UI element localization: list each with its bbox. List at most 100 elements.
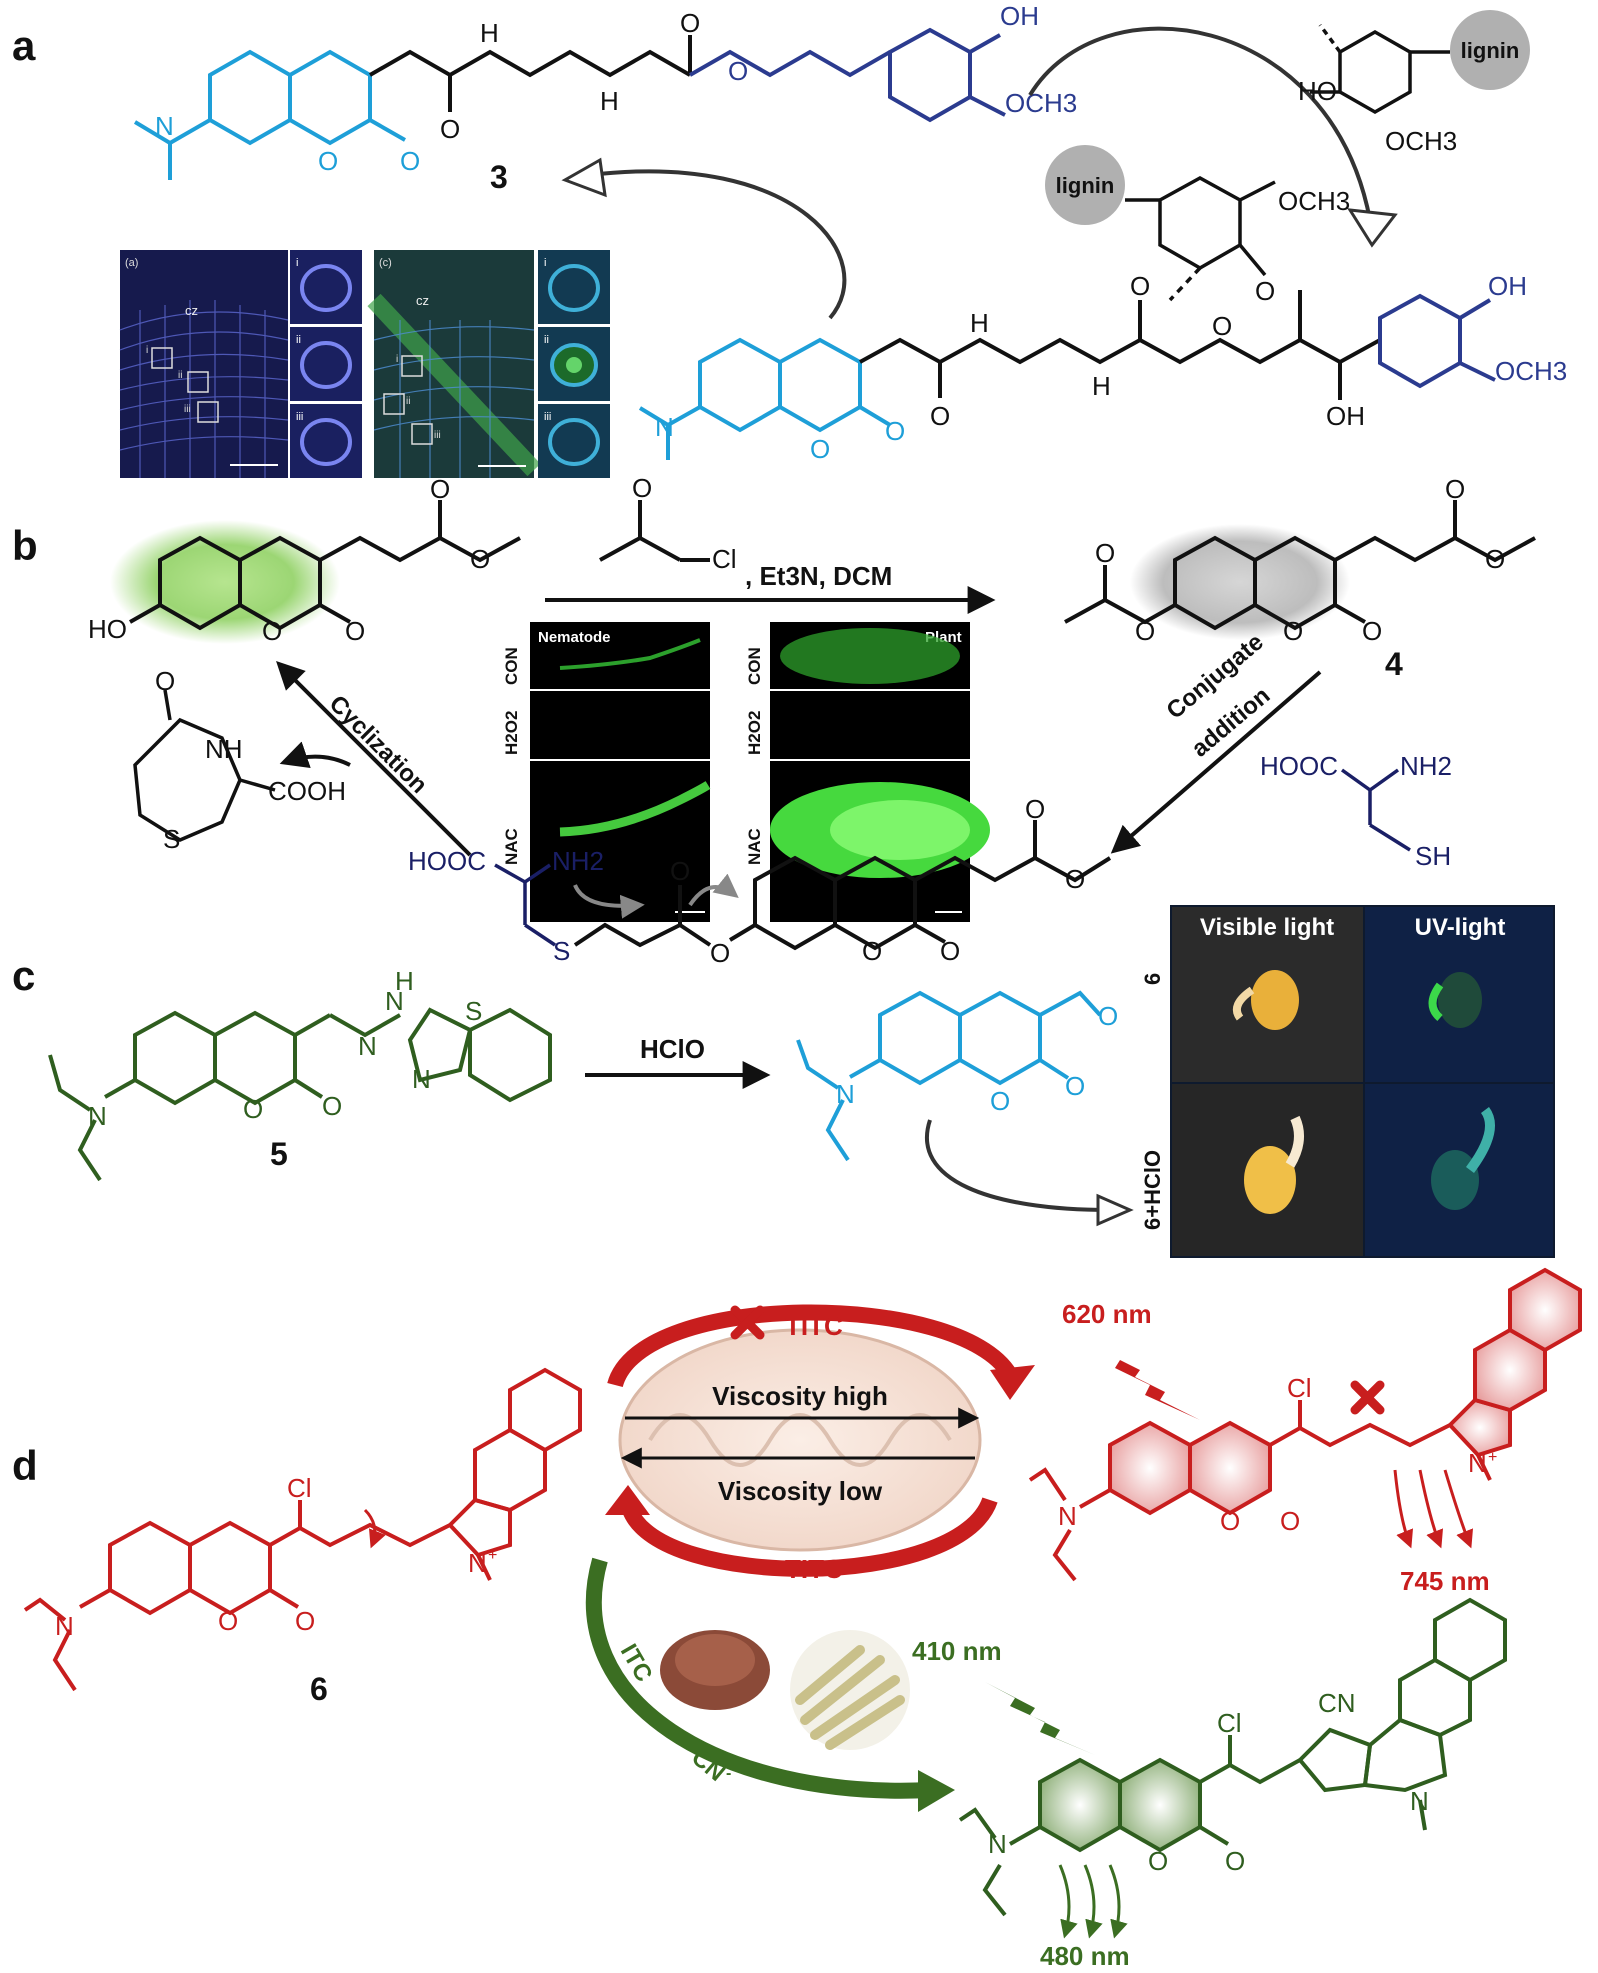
atom-n-5c: N [412,1064,431,1094]
atom-oh-adduct-aryl: OH [1488,271,1527,301]
inset-right-iii: iii [544,411,551,423]
atom-o-adduct-amide-2: O [1130,271,1150,301]
photo-row-6: 6 [1140,973,1165,985]
atom-o-5b: O [322,1091,342,1121]
panel-a-letter: a [12,22,36,69]
atom-o-carbonyl-3: O [400,146,420,176]
compound-6-number: 6 [310,1671,328,1707]
micro-left-tag: (a) [125,257,138,269]
wavelength-480: 480 nm [1040,1941,1130,1971]
atom-o-4f: O [1485,544,1505,574]
row-con-right: CON [745,647,764,685]
panel-b: b HO O O O O O Cl , Et3N, DCM [12,473,1536,968]
atom-nplus-6: N [468,1548,487,1578]
atom-n-green-2: N [1410,1786,1429,1816]
atom-o-amide-1: O [440,114,460,144]
atom-cl-6: Cl [287,1473,312,1503]
attack-arrow-2 [688,873,739,907]
arc-arrowhead-mid [561,157,607,198]
compound-4 [1064,500,1536,631]
reagent-b: , Et3N, DCM [745,561,892,591]
micro-left-zone: cz [185,303,198,318]
micrograph-right: (c) cz i ii iii i ii iii [367,250,610,478]
photo-col-visible: Visible light [1200,914,1334,941]
atom-o-acyl: O [632,473,652,503]
atom-o-carbonyl-adduct: O [885,416,905,446]
reagent-c: HClO [640,1034,705,1064]
compound-3-linker [369,35,692,112]
atom-oh-3: OH [1000,1,1039,31]
acryloyl-chloride [599,500,710,562]
atom-o-ald-b: O [1065,1071,1085,1101]
flaxseed-highlight [675,1634,755,1686]
titc-arrowhead-top [990,1365,1035,1400]
fluorescence-grid: Nematode Plant CON H2O2 NAC CON H2O2 NAC [502,622,990,922]
adduct-s: S [553,936,570,966]
atom-o-ring: O [155,666,175,696]
rotation-arrow-6 [363,1508,386,1549]
atom-o-ether: O [728,56,748,86]
atom-o-4a: O [1095,538,1115,568]
atom-o-green-a: O [1148,1846,1168,1876]
compound-3-coumarin [133,49,406,180]
lignin-bubble-top [1450,10,1530,90]
atom-och3-adduct-aryl: OCH3 [1495,356,1567,386]
atom-n-6: N [55,1611,74,1641]
panel-c: c N O O N N H S N 5 HClO [12,905,1555,1258]
lightning-410 [985,1682,1095,1755]
row-nac-left: NAC [502,828,521,865]
micro-right-tag: (c) [379,257,392,269]
atom-o-adduct-f: O [1065,864,1085,894]
glow-gray [1130,524,1350,640]
emission-arrow-480-c [1108,1864,1128,1939]
compound-6 [23,1367,582,1692]
arc-arrowhead-top [1347,208,1398,248]
aldehyde-product [796,990,1102,1162]
emission-arrow-480-a [1058,1864,1078,1939]
photo-col-uv: UV-light [1415,914,1506,941]
atom-plus-6r: + [1488,1449,1497,1466]
atom-h-5: H [395,966,414,996]
titc-label-bottom: TITC [785,1554,843,1584]
emission-arrow-745-a [1393,1469,1414,1549]
micro-left-iii: iii [184,404,191,415]
atom-o-carbonyl-b: O [345,616,365,646]
atom-o-adduct-amide: O [930,401,950,431]
micro-left-ii: ii [178,370,182,381]
micro-right-i: i [396,354,398,365]
emission-arrow-745-b [1418,1469,1444,1549]
cross-mark-rotation [1350,1380,1385,1415]
arc-arrow-mid [589,169,847,320]
panel-d-letter: d [12,1442,38,1489]
ring-cooh: COOH [268,776,346,806]
cross-mark-titc [730,1305,765,1340]
atom-plus-6: + [488,1547,497,1564]
atom-o-lignin-ether: O [1255,276,1275,306]
row-con-left: CON [502,647,521,685]
titc-arrow-bottom [622,1496,998,1577]
atom-o-ald-c: O [1098,1001,1118,1031]
viscosity-low-label: Viscosity low [718,1476,883,1506]
panel-c-letter: c [12,952,35,999]
attack-arrow-1 [573,884,645,919]
atom-nh-2: H [600,86,619,116]
titc-label-top: TITC [785,1311,843,1341]
atom-n-5: N [88,1101,107,1131]
row-h2o2-left: H2O2 [502,711,521,755]
atom-o-ald-a: O [990,1086,1010,1116]
compound-6-right [1028,1267,1582,1582]
mitochondrion [618,1328,982,1552]
compound-3-number: 3 [490,159,508,195]
atom-o-6a: O [218,1606,238,1636]
emission-arrow-745-c [1443,1469,1474,1549]
compound-5 [48,1007,552,1182]
inset-right-i: i [544,257,546,269]
atom-o-adduct-ether: O [1212,311,1232,341]
compound-3-ferulate [689,27,1006,123]
conjugate-arrow [1110,670,1322,854]
atom-n-6r: N [1058,1501,1077,1531]
atom-o-adduct-e: O [1025,794,1045,824]
glow-green [110,520,340,644]
panel-a: a N O O O H H O O OH [12,1,1567,478]
cys-hooc: HOOC [1260,751,1338,781]
